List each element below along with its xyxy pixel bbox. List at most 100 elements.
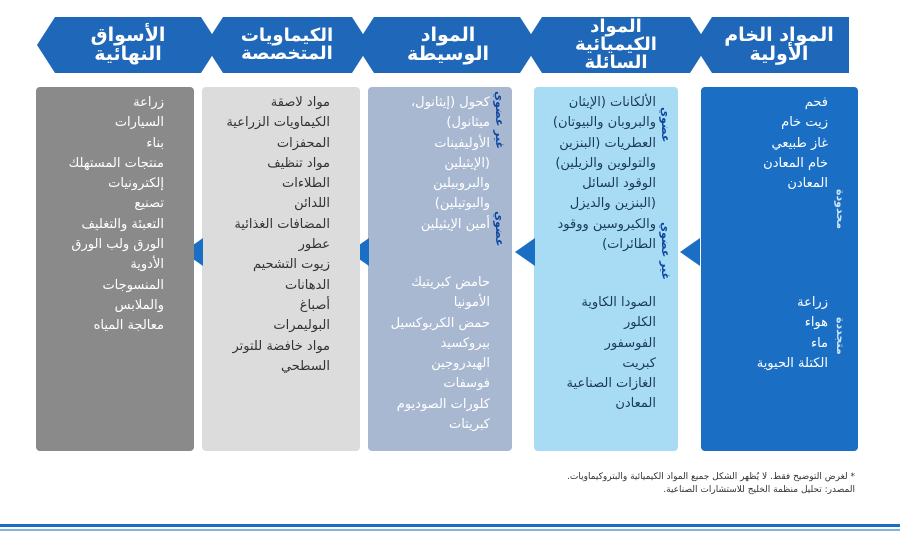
list-item: الألكانات (الإيثان xyxy=(568,95,656,110)
stage-label: الكيماويات المتخصصة xyxy=(240,25,334,64)
column-end-markets: زراعة السيارات بناء منتجات المستهلك إلكت… xyxy=(36,87,194,451)
list-item: إلكترونيات xyxy=(108,176,164,192)
list-item: والملابس xyxy=(114,297,164,313)
list-item: التعبئة والتغليف xyxy=(81,216,164,232)
stage-label: المواد الكيميائية السائلة xyxy=(575,16,657,73)
list-item: السطحي xyxy=(280,358,330,374)
list-item: زراعة xyxy=(133,95,164,110)
commodity-organic-list: الألكانات (الإيثان والبروبان والبيوتان) … xyxy=(553,93,656,255)
list-item: كبريتات xyxy=(448,417,490,433)
list-item: الكتلة الحيوية xyxy=(756,355,828,371)
column-commodity-chemicals: الألكانات (الإيثان والبروبان والبيوتان) … xyxy=(534,87,678,451)
list-item: الطائرات) xyxy=(602,237,656,253)
list-item: المعادن xyxy=(615,396,656,412)
list-item: زيت خام xyxy=(781,115,828,131)
list-item: مواد خافضة للتوتر xyxy=(232,338,331,354)
column-specialty-chemicals: مواد لاصقة الكيماويات الزراعية المحفزات … xyxy=(202,87,360,451)
bottom-divider xyxy=(0,524,900,527)
list-item: أمين الإيثيلين xyxy=(420,216,490,232)
stage-label: الأسواق النهائية xyxy=(90,24,166,65)
list-item: خام المعادن xyxy=(763,155,828,171)
list-item: كبريت xyxy=(622,355,656,371)
column-intermediates: كحول (إيثانول، ميثانول) الأوليفينات (الإ… xyxy=(368,87,512,451)
stage-arrow-shape xyxy=(356,17,538,73)
list-item: فحم xyxy=(804,95,828,110)
footnote-note: * لغرض التوضيح فقط. لا يُظهر الشكل جميع … xyxy=(567,472,855,482)
list-item: معالجة المياه xyxy=(93,318,164,334)
list-item: اللدائن xyxy=(294,196,330,212)
list-item: فوسفات xyxy=(443,376,490,392)
list-item: الكيماويات الزراعية xyxy=(226,115,330,131)
list-item: كحول (إيثانول، xyxy=(410,95,490,110)
list-item: ماء xyxy=(810,335,828,351)
flow-arrow-icon xyxy=(680,238,700,266)
list-item: أصباغ xyxy=(299,297,330,313)
stage-commodity-chemicals: المواد الكيميائية السائلة xyxy=(546,17,686,73)
stage-intermediates: المواد الوسيطة xyxy=(378,17,518,73)
specialty-list: مواد لاصقة الكيماويات الزراعية المحفزات … xyxy=(226,93,330,377)
list-item: كلورات الصوديوم xyxy=(396,396,490,412)
stage-arrow-shape xyxy=(37,17,219,73)
list-item: العطريات (البنزين xyxy=(559,135,656,151)
list-item: زراعة xyxy=(797,295,828,310)
group-label-organic: عضوي xyxy=(659,107,672,143)
list-item: حامض كبريتيك xyxy=(411,275,490,290)
list-item: الكلور xyxy=(623,315,656,331)
bottom-divider xyxy=(0,529,900,531)
list-item: والبروبيلين xyxy=(433,176,490,192)
group-label-inorganic: غير عضوي xyxy=(659,222,672,281)
group-label-finite: محدودة xyxy=(834,189,847,230)
list-item: السيارات xyxy=(114,115,164,131)
list-item: بيروكسيد xyxy=(440,335,490,351)
list-item: الأوليفينات xyxy=(434,135,490,151)
list-item: (الإيثيلين xyxy=(444,155,490,171)
list-item: مواد تنظيف xyxy=(267,155,330,171)
list-item: ميثانول) xyxy=(446,115,490,131)
list-item: الوقود السائل xyxy=(582,176,656,192)
list-item: المضافات الغذائية xyxy=(234,216,330,232)
list-item: حمض الكربوكسيل xyxy=(390,315,490,331)
stage-raw-materials: المواد الخام الأولية xyxy=(712,17,846,73)
group-label-inorganic: غير عضوي xyxy=(493,91,506,150)
list-item: والتولوين والزيلين) xyxy=(555,155,656,171)
stage-arrow-shape xyxy=(524,17,708,73)
raw-group-finite-list: فحم زيت خام غاز طبيعي خام المعادن المعاد… xyxy=(763,93,828,194)
stage-arrow-shape xyxy=(694,17,849,73)
list-item: الأدوية xyxy=(130,257,164,273)
stage-end-markets: الأسواق النهائية xyxy=(58,17,198,73)
list-item: منتجات المستهلك xyxy=(68,155,164,171)
list-item: المحفزات xyxy=(276,135,330,151)
list-item: تصنيع xyxy=(134,196,164,212)
list-item: الطلاءات xyxy=(282,176,330,192)
list-item: الغازات الصناعية xyxy=(566,376,656,392)
list-item: والكيروسين ووقود xyxy=(557,216,656,232)
stage-label: المواد الخام الأولية xyxy=(724,24,834,65)
list-item: الفوسفور xyxy=(604,335,656,351)
list-item: عطور xyxy=(298,237,330,253)
list-item: مواد لاصقة xyxy=(270,95,330,110)
stage-arrows xyxy=(37,17,849,73)
list-item: الدهانات xyxy=(284,277,330,293)
list-item: المنسوجات xyxy=(102,277,164,293)
intermediate-organic-list: كحول (إيثانول، ميثانول) الأوليفينات (الإ… xyxy=(411,93,490,235)
group-label-renewable: متجددة xyxy=(834,317,847,355)
footnote-source: المصدر: تحليل منظمة الخليج للاستشارات ال… xyxy=(663,485,855,495)
list-item: والبروبان والبيوتان) xyxy=(552,115,656,131)
list-item: الورق ولب الورق xyxy=(71,237,164,253)
markets-list: زراعة السيارات بناء منتجات المستهلك إلكت… xyxy=(69,93,164,337)
list-item: هواء xyxy=(804,315,828,331)
stage-arrow-shape xyxy=(205,17,370,73)
list-item: (البنزين والديزل xyxy=(569,196,656,212)
list-item: زيوت التشحيم xyxy=(252,257,330,273)
stage-specialty-chemicals: الكيماويات المتخصصة xyxy=(224,17,350,73)
stage-label: المواد الوسيطة xyxy=(406,24,490,65)
flow-arrow-icon xyxy=(515,238,535,266)
column-raw-materials: فحم زيت خام غاز طبيعي خام المعادن المعاد… xyxy=(701,87,858,451)
group-label-organic: عضوي xyxy=(493,211,506,247)
list-item: الصودا الكاوية xyxy=(581,295,656,310)
list-item: غاز طبيعي xyxy=(771,135,828,151)
list-item: الأمونيا xyxy=(453,295,490,311)
list-item: والبوتيلين) xyxy=(434,196,490,212)
list-item: بناء xyxy=(146,135,164,151)
list-item: المعادن xyxy=(787,176,828,192)
